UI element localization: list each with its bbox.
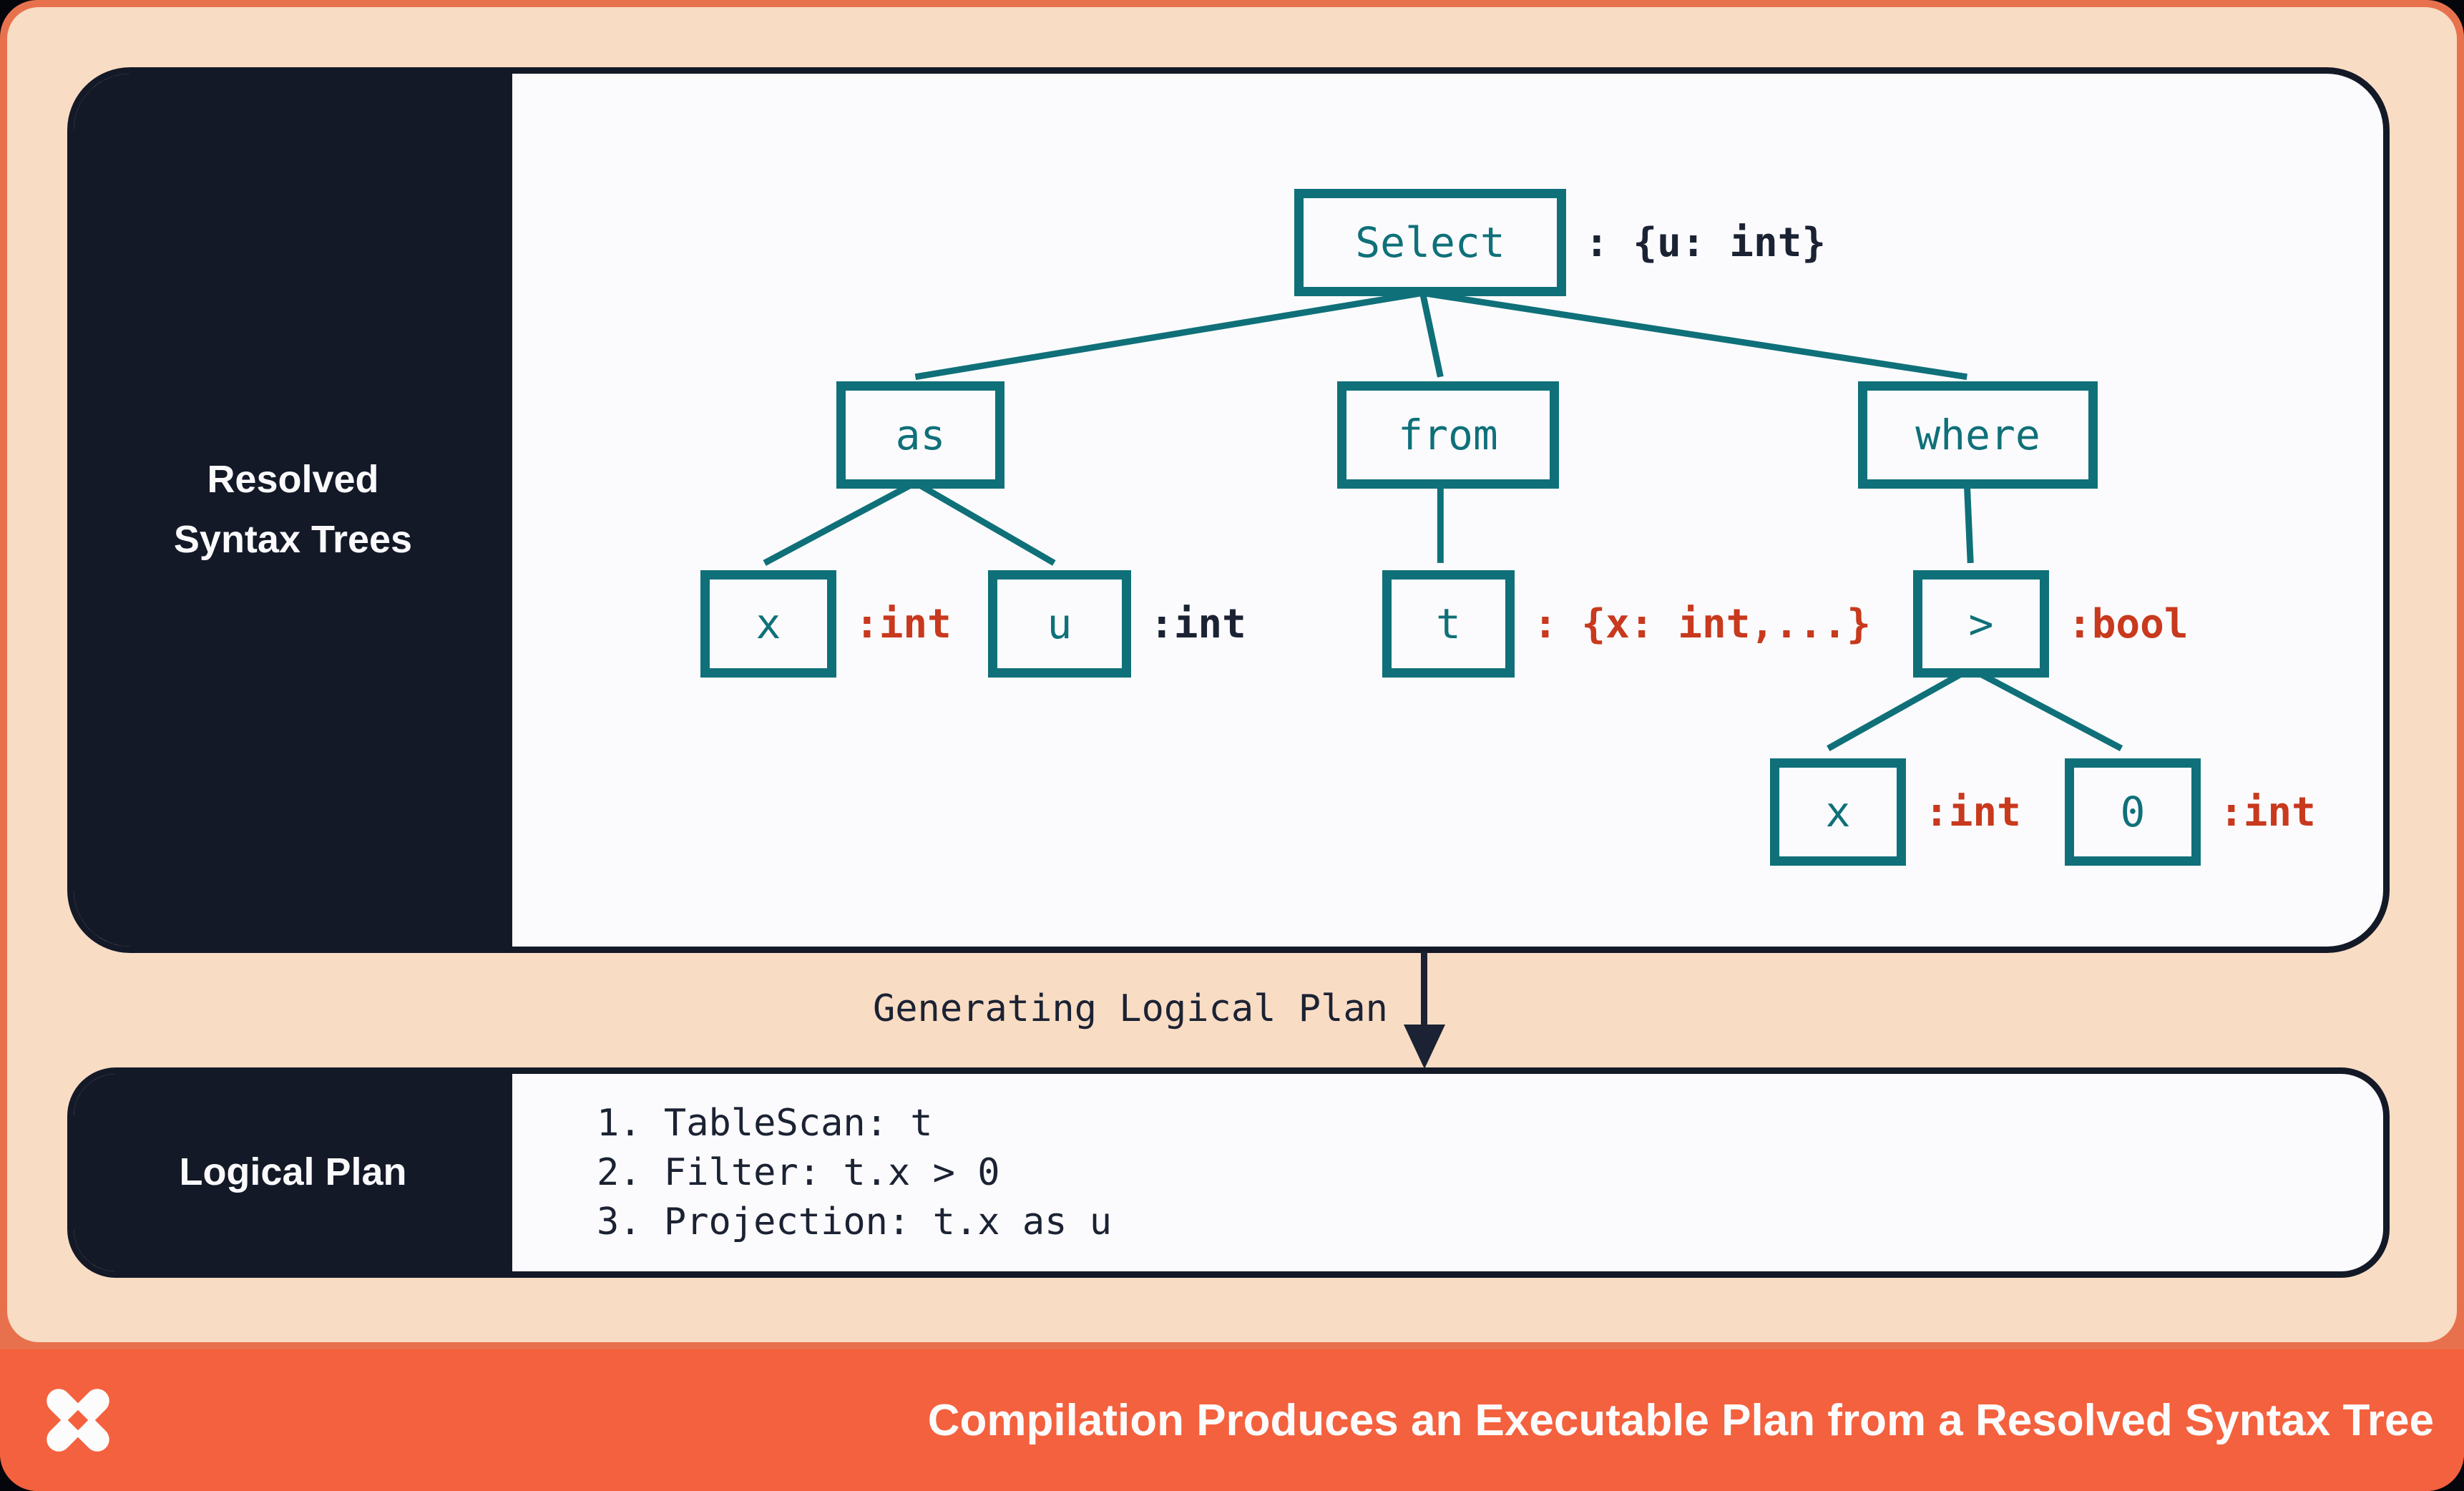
node-box-zero: 0 [2065, 758, 2201, 866]
node-box-x: x [700, 570, 836, 678]
tree-node-x-operand: x :int [1770, 758, 2021, 866]
type-annotation-u: :int [1150, 600, 1246, 647]
node-box-from: from [1337, 381, 1559, 489]
tree-node-t: t : {x: int,...} [1382, 570, 1871, 678]
node-box-t: t [1382, 570, 1515, 678]
tree-node-zero: 0 :int [2065, 758, 2316, 866]
type-annotation-select: : {u: int} [1585, 219, 1827, 266]
tree-node-u: u :int [988, 570, 1246, 678]
tree-node-x-alias: x :int [700, 570, 952, 678]
tree-node-select: Select : {u: int} [1294, 189, 1826, 296]
brand-logo-icon [47, 1389, 109, 1452]
footer-title: Compilation Produces an Executable Plan … [927, 1395, 2434, 1445]
type-annotation-zero: :int [2219, 788, 2316, 836]
node-box-u: u [988, 570, 1131, 678]
tree-node-where: where [1858, 381, 2098, 489]
plan-step-2: 2. Filter: t.x > 0 [597, 1151, 1000, 1194]
down-arrow-line [1421, 952, 1427, 1026]
type-annotation-x-operand: :int [1925, 788, 2021, 836]
footer: Compilation Produces an Executable Plan … [0, 1349, 2464, 1491]
node-box-as: as [836, 381, 1004, 489]
transition-label: Generating Logical Plan [872, 987, 1388, 1030]
panel-label-logical-plan: Logical Plan [74, 1074, 512, 1271]
node-box-where: where [1858, 381, 2098, 489]
type-annotation-x: :int [855, 600, 952, 647]
panel-label-resolved-syntax-trees: Resolved Syntax Trees [74, 74, 512, 947]
node-box-select: Select [1294, 189, 1566, 296]
type-annotation-greater-than: :bool [2068, 600, 2189, 647]
logical-plan-panel: 1. TableScan: t 2. Filter: t.x > 0 3. Pr… [67, 1067, 2390, 1278]
type-annotation-t: : {x: int,...} [1533, 600, 1872, 647]
plan-steps: 1. TableScan: t 2. Filter: t.x > 0 3. Pr… [512, 1074, 2383, 1271]
plan-step-3: 3. Projection: t.x as u [597, 1201, 1113, 1243]
node-box-x-operand: x [1770, 758, 1906, 866]
tree-node-from: from [1337, 381, 1559, 489]
node-box-greater-than: > [1913, 570, 2049, 678]
resolved-syntax-trees-panel: Select : {u: int} as from where x :int u… [67, 67, 2390, 953]
tree-node-greater-than: > :bool [1913, 570, 2189, 678]
down-arrow-icon [1404, 1025, 1445, 1069]
tree-node-as: as [836, 381, 1004, 489]
page-background: Select : {u: int} as from where x :int u… [7, 7, 2457, 1342]
plan-step-1: 1. TableScan: t [597, 1102, 933, 1145]
tree-edges [763, 290, 2123, 751]
